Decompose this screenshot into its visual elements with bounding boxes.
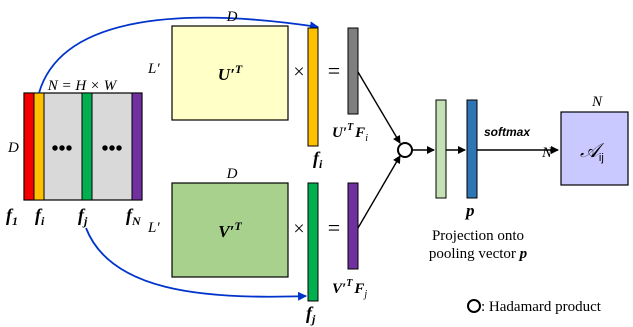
output-side-n: N: [541, 145, 553, 161]
output-block: softmax N N 𝒜ij: [477, 94, 629, 186]
top-equals: =: [328, 58, 340, 83]
arrow-fi-to-top: [38, 16, 319, 94]
bottom-times: ×: [293, 218, 304, 240]
softmax-label: softmax: [484, 125, 531, 139]
hadamard-circle: [397, 142, 413, 158]
arrow-bottom-to-hadamard: [357, 155, 401, 229]
bottom-matrix-d-label: D: [226, 166, 238, 182]
bottom-matrix-l-label: L′: [147, 220, 160, 236]
matrix-v-transpose: [171, 182, 289, 278]
vector-fi-label: fi: [313, 148, 323, 171]
pooling-caption-line1: Projection onto: [432, 228, 524, 244]
label-f1: f1: [6, 205, 18, 228]
label-fj: fj: [78, 205, 88, 228]
vector-v-f: [347, 182, 359, 270]
legend: : Hadamard product: [467, 299, 602, 315]
pooling-block: p Projection onto pooling vector p: [429, 99, 528, 262]
arrow-top-to-hadamard: [357, 71, 401, 144]
tensor-height-label: D: [7, 140, 19, 156]
matrix-u-label: U′T: [218, 62, 243, 84]
tensor-width-label: N = H × W: [47, 78, 118, 94]
bottom-equals: =: [328, 215, 340, 240]
column-fN: [131, 92, 143, 201]
attention-matrix-label: 𝒜ij: [580, 140, 605, 164]
output-top-n: N: [591, 94, 603, 110]
top-matrix-d-label: D: [226, 9, 238, 25]
pooling-caption-line2: pooling vector p: [429, 246, 528, 262]
vector-fj: [307, 182, 319, 302]
legend-text: : Hadamard product: [481, 299, 602, 315]
column-fj: [81, 92, 93, 201]
top-matrix-l-label: L′: [147, 61, 160, 77]
column-f1: [23, 92, 35, 201]
column-fi: [33, 92, 45, 201]
vector-p: [466, 99, 478, 199]
top-times: ×: [293, 61, 304, 83]
vector-fi: [307, 27, 319, 147]
vector-fj-label: fj: [306, 303, 316, 326]
attention-matrix: [560, 111, 629, 186]
label-fi: fi: [35, 205, 45, 228]
legend-hadamard-icon: [467, 299, 481, 313]
vector-u-f: [347, 27, 359, 115]
matrix-v-label: V′T: [218, 219, 242, 241]
dots-left: •••: [51, 138, 72, 160]
matrix-u-transpose: [171, 25, 289, 121]
label-fN: fN: [126, 205, 142, 228]
input-tensor: ••• ••• N = H × W D f1 fi fj fN: [6, 78, 143, 228]
dots-right: •••: [101, 138, 122, 160]
vector-hadamard-result: [435, 99, 447, 199]
vector-p-label: p: [464, 201, 475, 220]
arrow-fj-to-bottom: [85, 227, 307, 301]
